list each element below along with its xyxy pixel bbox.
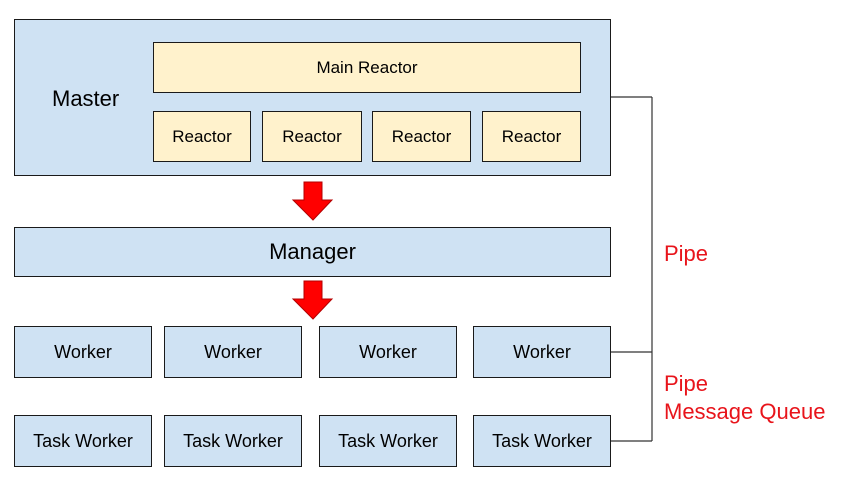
reactor-label: Reactor bbox=[172, 126, 232, 146]
worker-label: Worker bbox=[54, 341, 112, 362]
manager-box: Manager bbox=[14, 227, 611, 277]
worker-box: Worker bbox=[14, 326, 152, 378]
manager-label: Manager bbox=[269, 239, 356, 264]
message-queue-label: Message Queue bbox=[664, 399, 826, 424]
master-label: Master bbox=[52, 86, 120, 111]
main-reactor-label: Main Reactor bbox=[316, 57, 418, 77]
worker-box: Worker bbox=[164, 326, 302, 378]
reactor-box: Reactor bbox=[482, 111, 581, 162]
reactor-label: Reactor bbox=[501, 126, 562, 146]
reactor-label: Reactor bbox=[282, 126, 342, 146]
task-worker-box: Task Worker bbox=[319, 415, 457, 467]
worker-label: Worker bbox=[513, 341, 571, 362]
worker-box: Worker bbox=[473, 326, 611, 378]
task-worker-label: Task Worker bbox=[183, 430, 283, 451]
task-worker-label: Task Worker bbox=[492, 430, 592, 451]
task-worker-box: Task Worker bbox=[14, 415, 152, 467]
pipe-label: Pipe bbox=[664, 241, 709, 266]
reactor-label: Reactor bbox=[391, 126, 452, 146]
worker-box: Worker bbox=[319, 326, 457, 378]
down-arrow-manager-to-workers bbox=[291, 280, 334, 320]
pipe-label-lower: Pipe bbox=[664, 371, 709, 396]
reactor-box: Reactor bbox=[262, 111, 362, 162]
worker-label: Worker bbox=[204, 341, 262, 362]
down-arrow-master-to-manager bbox=[291, 181, 334, 221]
reactor-box: Reactor bbox=[372, 111, 471, 162]
task-worker-label: Task Worker bbox=[338, 430, 438, 451]
main-reactor-box: Main Reactor bbox=[153, 42, 581, 93]
reactor-box: Reactor bbox=[153, 111, 251, 162]
task-worker-box: Task Worker bbox=[473, 415, 611, 467]
task-worker-label: Task Worker bbox=[33, 430, 133, 451]
worker-label: Worker bbox=[359, 341, 417, 362]
task-worker-box: Task Worker bbox=[164, 415, 302, 467]
